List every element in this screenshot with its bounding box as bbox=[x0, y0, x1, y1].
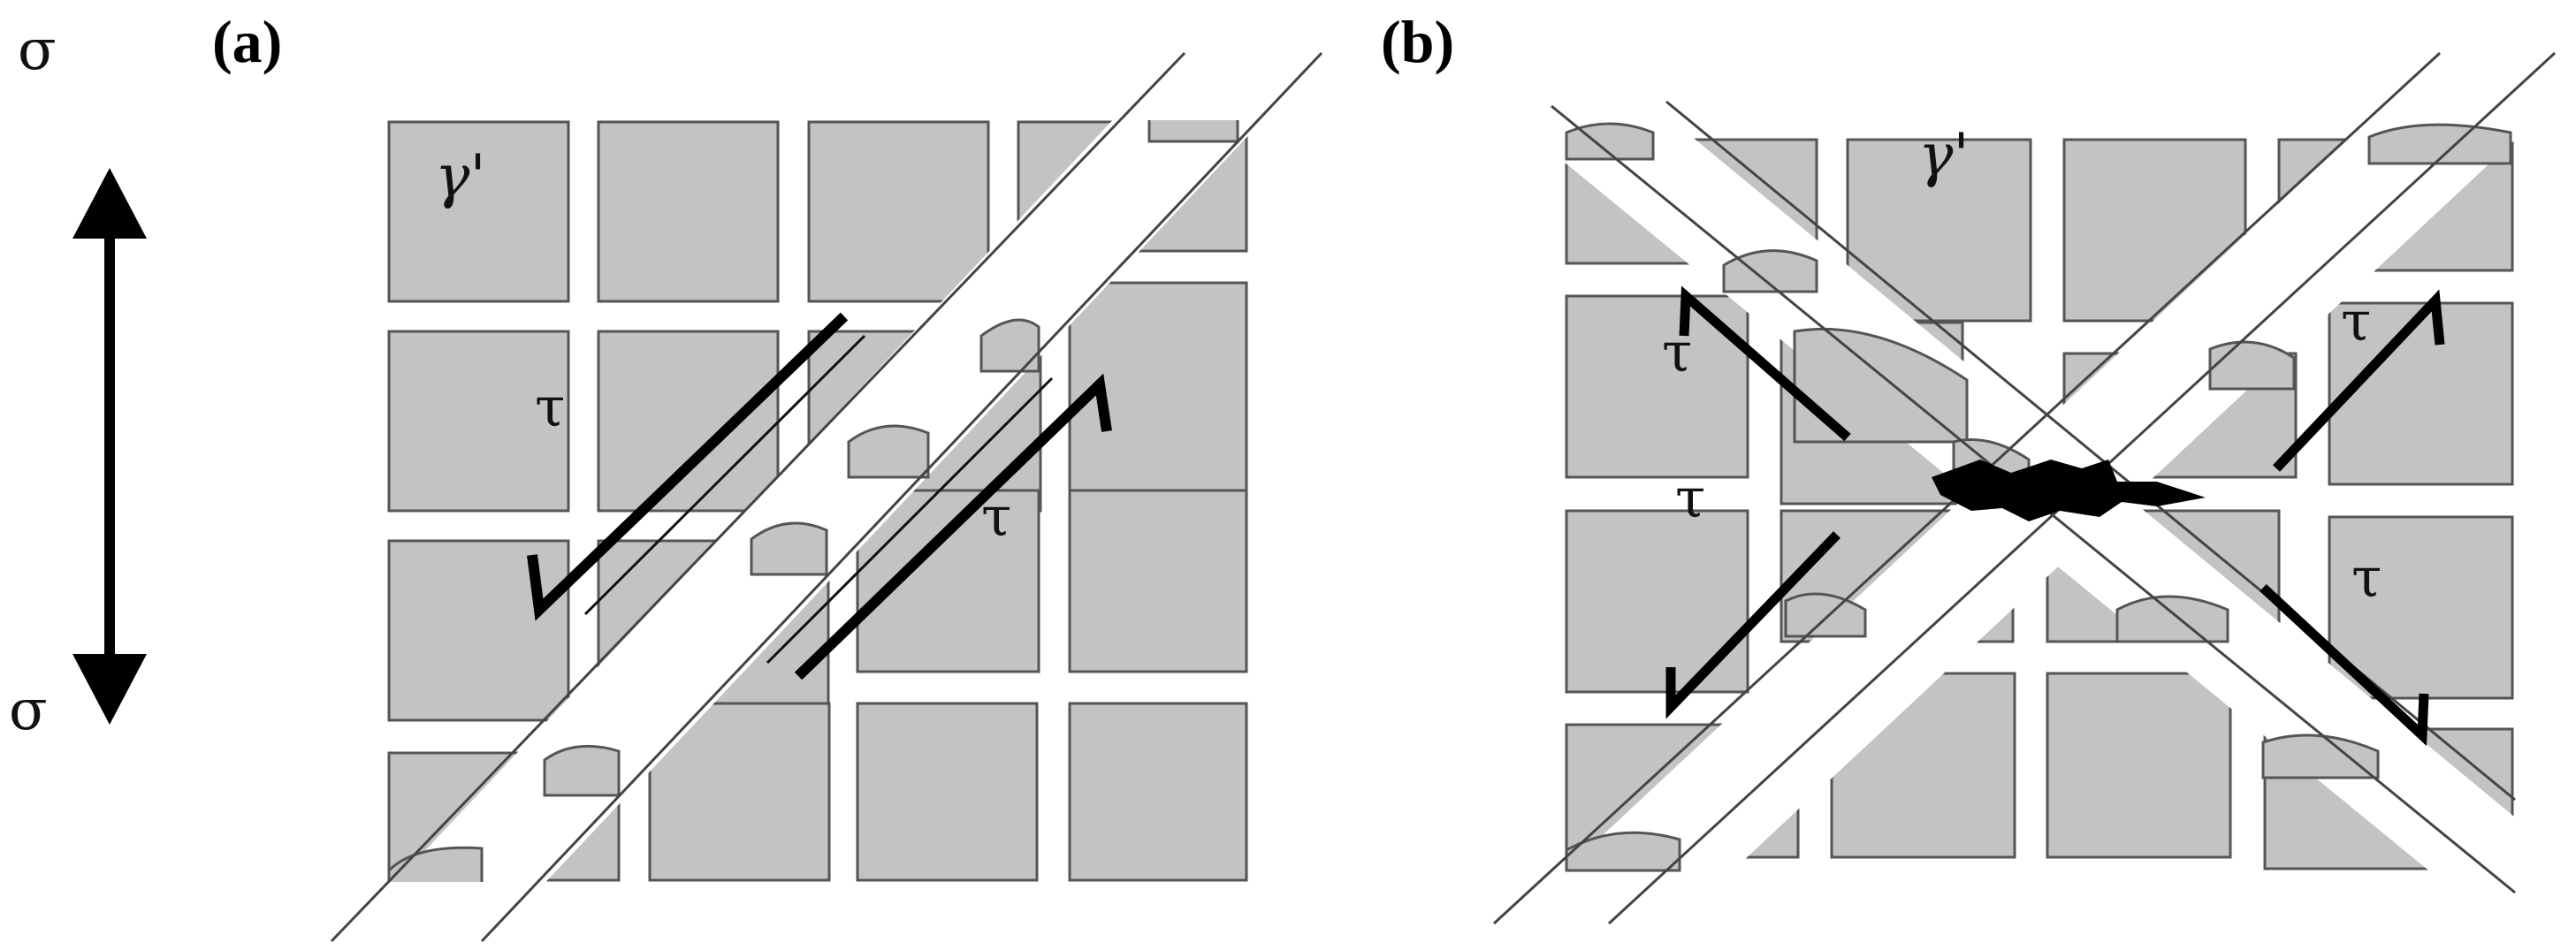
gamma-prime-precipitate bbox=[2046, 672, 2232, 859]
tau-label: τ bbox=[2351, 545, 2382, 610]
tau-arrow-left bbox=[527, 312, 849, 621]
tau-label: τ bbox=[535, 375, 565, 439]
glide-lines-a bbox=[583, 334, 1054, 665]
gamma-prime-precipitate bbox=[2328, 301, 2514, 486]
panel-a: (a) bbox=[212, 8, 1323, 943]
tau-arrows-a bbox=[527, 312, 1112, 680]
tau-arrow-right bbox=[794, 373, 1112, 680]
gamma-prime-precipitate bbox=[807, 120, 990, 303]
tau-arrow-lower-right bbox=[2260, 583, 2429, 747]
panel-b: (b) bbox=[1381, 8, 2557, 925]
gamma-prime-precipitate bbox=[2328, 515, 2514, 700]
shear-band-edges-a bbox=[330, 51, 1323, 943]
gamma-prime-precipitate bbox=[1565, 509, 1749, 694]
sigma-top-label: σ bbox=[18, 18, 57, 83]
tau-arrow-upper-right bbox=[2273, 289, 2445, 472]
gamma-prime-precipitate bbox=[387, 330, 570, 513]
sheared-offsets-a bbox=[387, 120, 1239, 882]
gamma-prime-precipitate bbox=[856, 702, 1039, 882]
gamma-prime-label: γ' bbox=[435, 142, 486, 210]
panel-a-label: (a) bbox=[212, 8, 282, 75]
gamma-prime-precipitate bbox=[597, 120, 780, 303]
stress-arrow-head-down bbox=[72, 654, 147, 725]
tau-arrows-b bbox=[1665, 285, 2445, 747]
tau-label: τ bbox=[1675, 466, 1705, 530]
panel-b-label: (b) bbox=[1381, 8, 1454, 75]
gamma-prime-precipitate bbox=[597, 330, 780, 513]
tau-label: τ bbox=[981, 484, 1011, 549]
tau-label: τ bbox=[1662, 320, 1692, 384]
tau-label: τ bbox=[2341, 289, 2371, 353]
stress-axis: σ σ bbox=[9, 18, 147, 743]
shear-band-a bbox=[395, 120, 1249, 882]
sigma-bottom-label: σ bbox=[9, 678, 48, 743]
gamma-prime-precipitate bbox=[856, 489, 1040, 673]
stress-arrow-head-up bbox=[72, 168, 147, 239]
gamma-prime-label: γ' bbox=[1918, 121, 1970, 189]
tau-arrow-upper-left bbox=[1679, 285, 1851, 442]
sheared-offsets-b bbox=[1565, 122, 2512, 872]
gamma-prime-precipitate bbox=[387, 120, 570, 303]
crack bbox=[1932, 460, 2206, 521]
gamma-prime-precipitate bbox=[1068, 702, 1248, 882]
tau-arrow-lower-left bbox=[1665, 531, 1841, 719]
gamma-prime-precipitate bbox=[1068, 489, 1248, 673]
gamma-prime-precipitate bbox=[387, 539, 570, 722]
